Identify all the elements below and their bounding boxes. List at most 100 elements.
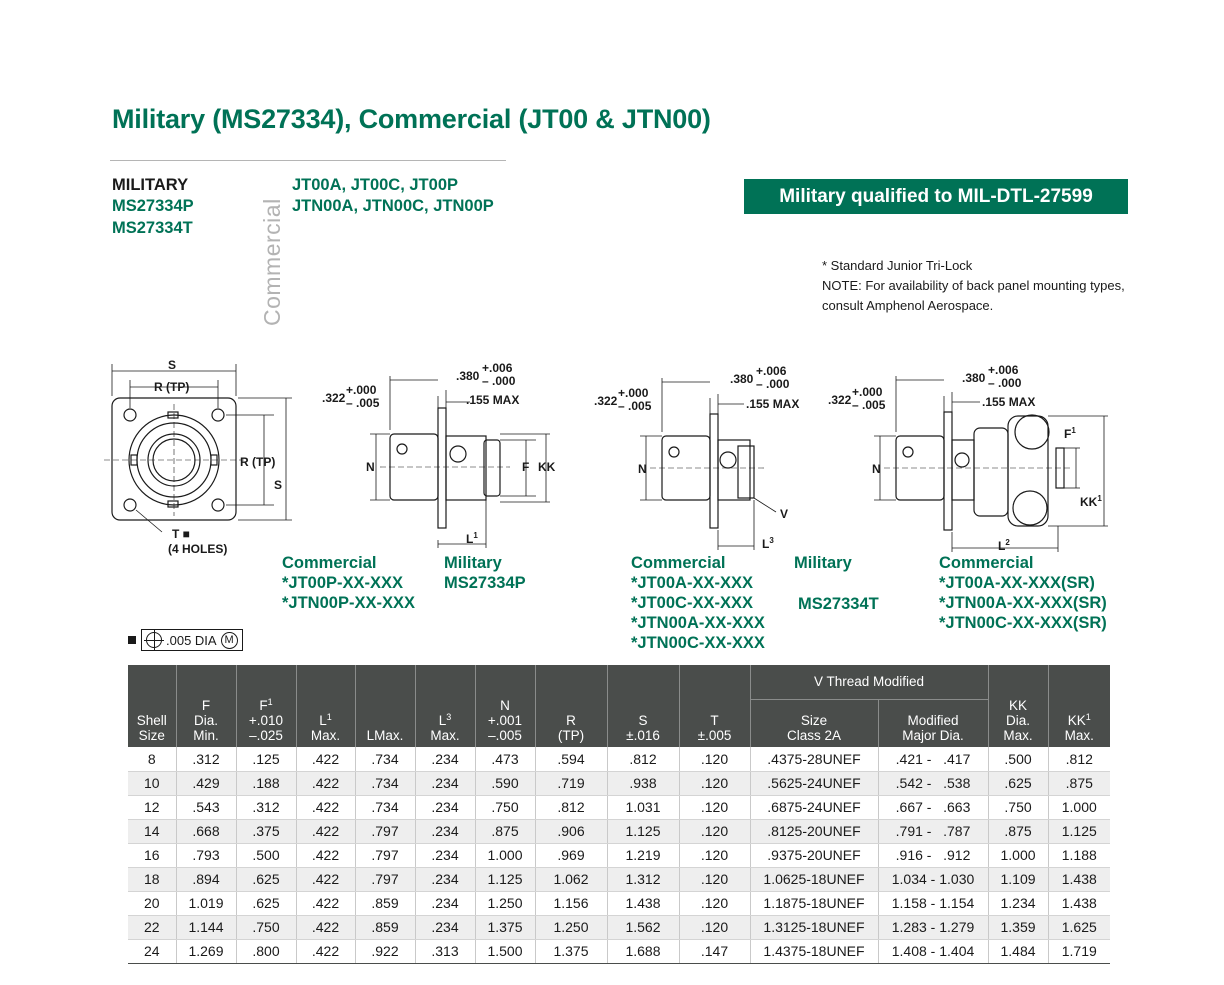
label-r-tp-side: R (TP) xyxy=(240,455,275,469)
table-cell: 1.034 - 1.030 xyxy=(877,867,989,892)
table-cell: .120 xyxy=(678,819,750,844)
d2-dim-plus: +.006 xyxy=(482,361,513,375)
d2-label-l1-text: L xyxy=(466,532,473,546)
table-cell: .234 xyxy=(414,843,475,868)
table-cell: 1.500 xyxy=(474,939,535,964)
d3-label-v: V xyxy=(780,507,788,521)
table-cell: .812 xyxy=(1047,747,1111,772)
caption-a-line-1: *JT00P-XX-XXX xyxy=(282,574,404,592)
table-cell: 1.019 xyxy=(175,891,236,916)
tolerance-frame: .005 DIA M xyxy=(141,629,243,651)
d2-dim-322: .322 xyxy=(322,391,346,405)
table-cell: .4375-28UNEF xyxy=(749,747,878,772)
d4-label-l2-text: L xyxy=(998,539,1005,553)
d3-dim-minus: – .000 xyxy=(756,377,790,391)
table-cell: 1.688 xyxy=(606,939,679,964)
table-cell: .791 - .787 xyxy=(877,819,989,844)
caption-a-military-heading: Military xyxy=(444,554,502,572)
table-cell: .938 xyxy=(606,771,679,796)
table-cell: .812 xyxy=(534,795,607,820)
table-cell: .234 xyxy=(414,915,475,940)
caption-b-line-2: *JT00C-XX-XXX xyxy=(631,594,753,612)
side-view-drawing-1 xyxy=(370,376,550,548)
table-cell: .875 xyxy=(987,819,1049,844)
table-cell: .734 xyxy=(354,795,415,820)
table-cell: 1.4375-18UNEF xyxy=(749,939,878,964)
table-cell: .234 xyxy=(414,867,475,892)
caption-b-military-line-1: MS27334T xyxy=(798,595,879,613)
d4-dim-322-plus: +.000 xyxy=(852,385,883,399)
table-cell: .234 xyxy=(414,747,475,772)
table-cell: 1.359 xyxy=(987,915,1049,940)
table-cell: .800 xyxy=(235,939,296,964)
d4-label-n: N xyxy=(872,462,881,476)
table-cell: .797 xyxy=(354,819,415,844)
military-part-2: MS27334T xyxy=(112,219,193,237)
d3-dim-380: .380 xyxy=(730,372,754,386)
tolerance-value: .005 DIA xyxy=(166,632,217,648)
table-cell: .421 - .417 xyxy=(877,747,989,772)
label-s-top: S xyxy=(168,358,176,372)
table-cell: 1.3125-18UNEF xyxy=(749,915,878,940)
table-cell: 1.250 xyxy=(534,915,607,940)
mmc-modifier-icon: M xyxy=(220,631,238,649)
military-part-1: MS27334P xyxy=(112,197,194,215)
col-f1: F1+.010–.025 xyxy=(235,665,296,747)
notes: * Standard Junior Tri-Lock NOTE: For ava… xyxy=(822,256,1132,316)
caption-c-heading: Commercial xyxy=(939,554,1034,572)
table-cell: .812 xyxy=(606,747,679,772)
d2-dim-minus: – .000 xyxy=(482,374,516,388)
caption-b-line-3: *JTN00A-XX-XXX xyxy=(631,614,765,632)
table-cell: .312 xyxy=(175,747,236,772)
table-cell: 1.144 xyxy=(175,915,236,940)
position-tolerance: .005 DIA M xyxy=(128,628,243,652)
note-standard: * Standard Junior Tri-Lock xyxy=(822,258,973,273)
table-cell: 1.219 xyxy=(606,843,679,868)
commercial-parts-line-2: JTN00A, JTN00C, JTN00P xyxy=(292,197,494,215)
caption-b-line-4: *JTN00C-XX-XXX xyxy=(631,634,765,652)
d3-dim-322: .322 xyxy=(594,394,618,408)
table-cell: 22 xyxy=(128,915,176,940)
table-cell: .422 xyxy=(295,771,355,796)
table-cell: .797 xyxy=(354,867,415,892)
table-cell: 1.0625-18UNEF xyxy=(749,867,878,892)
d2-label-kk: KK xyxy=(538,460,556,474)
table-cell: .147 xyxy=(678,939,750,964)
d4-dim-155: .155 MAX xyxy=(982,395,1035,409)
table-cell: .667 - .663 xyxy=(877,795,989,820)
caption-a-line-2: *JTN00P-XX-XXX xyxy=(282,594,415,612)
table-cell: .8125-20UNEF xyxy=(749,819,878,844)
table-cell: .125 xyxy=(235,747,296,772)
col-group-v-thread: V Thread Modified xyxy=(749,665,989,700)
table-cell: 12 xyxy=(128,795,176,820)
caption-a-military-line-1: MS27334P xyxy=(444,574,526,592)
table-cell: 1.234 xyxy=(987,891,1049,916)
table-cell: .590 xyxy=(474,771,535,796)
label-s-side: S xyxy=(274,478,282,492)
table-cell: .500 xyxy=(235,843,296,868)
table-cell: 1.031 xyxy=(606,795,679,820)
table-cell: .422 xyxy=(295,867,355,892)
table-cell: 1.269 xyxy=(175,939,236,964)
table-cell: 20 xyxy=(128,891,176,916)
table-cell: .234 xyxy=(414,819,475,844)
table-cell: .234 xyxy=(414,771,475,796)
table-cell: 1.000 xyxy=(987,843,1049,868)
caption-c-line-2: *JTN00A-XX-XXX(SR) xyxy=(939,594,1107,612)
table-cell: .422 xyxy=(295,747,355,772)
caption-c-line-1: *JT00A-XX-XXX(SR) xyxy=(939,574,1095,592)
table-cell: 1.625 xyxy=(1047,915,1111,940)
table-cell: .625 xyxy=(235,867,296,892)
